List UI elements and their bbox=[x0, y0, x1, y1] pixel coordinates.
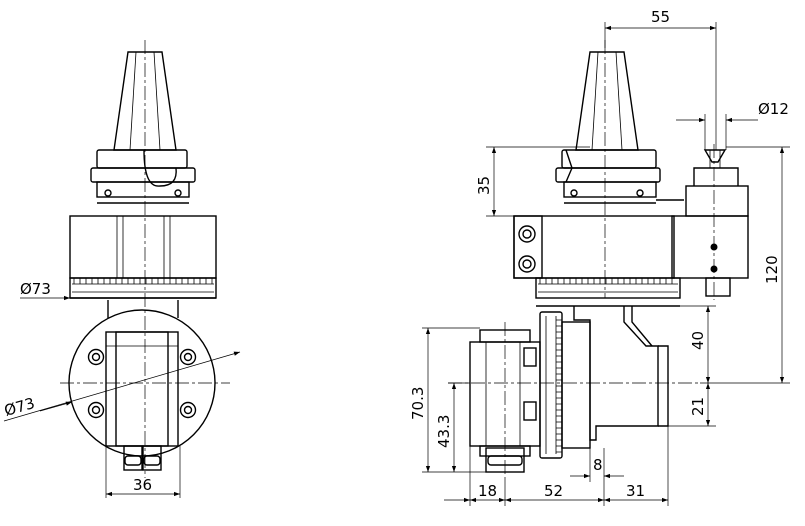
dim-height-43-3: 43.3 bbox=[435, 415, 453, 448]
front-fitting-right bbox=[142, 445, 162, 471]
dim-height-120: 120 bbox=[763, 255, 781, 284]
dim-width-31: 31 bbox=[626, 482, 645, 500]
dim-gap-8: 8 bbox=[593, 456, 603, 474]
dim-body-diameter: Ø73 bbox=[20, 280, 51, 298]
front-housing bbox=[69, 215, 217, 279]
side-knurled-ring bbox=[535, 277, 681, 299]
dim-height-70-3: 70.3 bbox=[409, 387, 427, 420]
dim-flange-diameter: Ø73 bbox=[2, 394, 37, 420]
dim-width-55: 55 bbox=[651, 8, 670, 26]
dim-bore-diameter: Ø12 bbox=[758, 100, 789, 118]
dim-height-35: 35 bbox=[475, 176, 493, 195]
front-inner-block bbox=[105, 331, 179, 447]
side-view: 55 Ø12 35 120 40 21 70.3 43.3 bbox=[409, 8, 790, 506]
side-housing bbox=[513, 215, 675, 279]
side-collar bbox=[561, 149, 657, 169]
front-fitting-left bbox=[123, 445, 143, 471]
dim-width-36: 36 bbox=[133, 476, 152, 494]
side-vertical-flange bbox=[539, 311, 563, 459]
side-elbow bbox=[573, 306, 659, 441]
front-bolt-holes bbox=[87, 348, 197, 419]
side-taper-cone bbox=[575, 51, 639, 151]
dim-width-52: 52 bbox=[544, 482, 563, 500]
front-collar bbox=[96, 149, 188, 169]
dim-height-21: 21 bbox=[689, 397, 707, 416]
dim-height-40: 40 bbox=[689, 331, 707, 350]
dim-width-18: 18 bbox=[478, 482, 497, 500]
side-block bbox=[685, 185, 749, 217]
front-view: Ø73 Ø73 36 bbox=[2, 40, 241, 498]
